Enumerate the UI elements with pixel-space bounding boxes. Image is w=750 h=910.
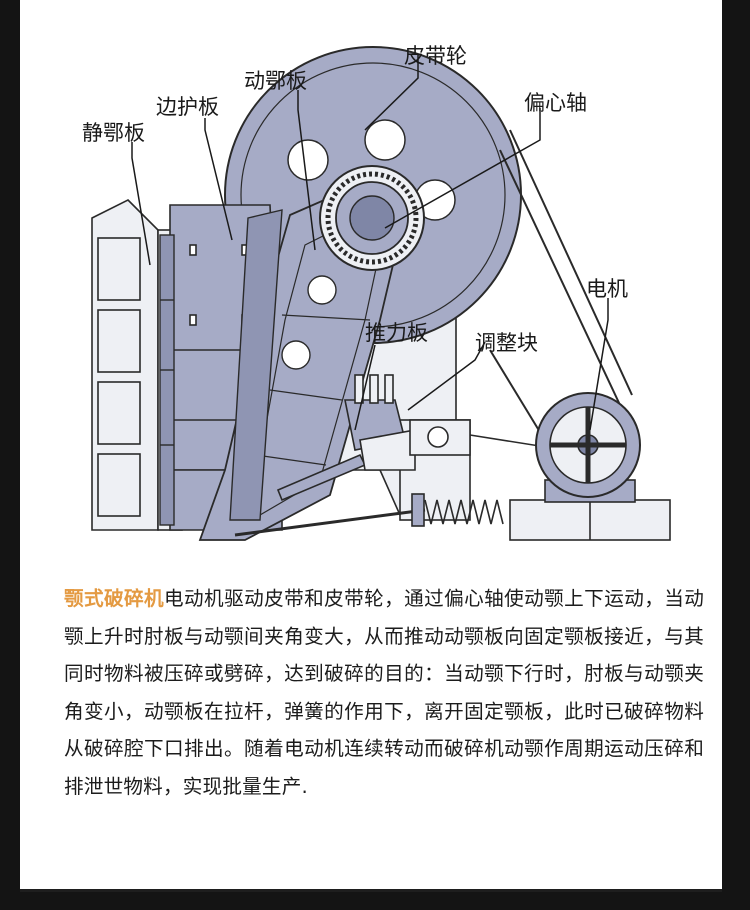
description-paragraph: 颚式破碎机电动机驱动皮带和皮带轮，通过偏心轴使动颚上下运动，当动颚上升时肘板与动… (64, 580, 704, 806)
label-pulley: 皮带轮 (404, 44, 467, 68)
label-movable-jaw: 动鄂板 (244, 69, 307, 93)
description-title: 颚式破碎机 (64, 587, 164, 610)
jaw-crusher-diagram: 皮带轮 偏心轴 动鄂板 边护板 静鄂板 电机 推力板 调整块 (20, 0, 722, 565)
label-toggle-plate: 推力板 (365, 321, 428, 345)
bottom-divider (20, 889, 722, 892)
label-eccentric-shaft: 偏心轴 (524, 91, 587, 115)
fixed-jaw-liner (160, 235, 174, 525)
description-body: 电动机驱动皮带和皮带轮，通过偏心轴使动颚上下运动，当动颚上升时肘板与动颚间夹角变… (64, 587, 704, 798)
label-side-guard: 边护板 (156, 95, 219, 119)
motor (510, 393, 670, 540)
label-motor: 电机 (586, 277, 628, 301)
eccentric-shaft (320, 166, 424, 270)
page-frame: 皮带轮 偏心轴 动鄂板 边护板 静鄂板 电机 推力板 调整块 颚式破碎机电动机驱… (20, 0, 722, 892)
label-fixed-jaw: 静鄂板 (82, 121, 145, 145)
label-adjust-block: 调整块 (475, 331, 538, 355)
